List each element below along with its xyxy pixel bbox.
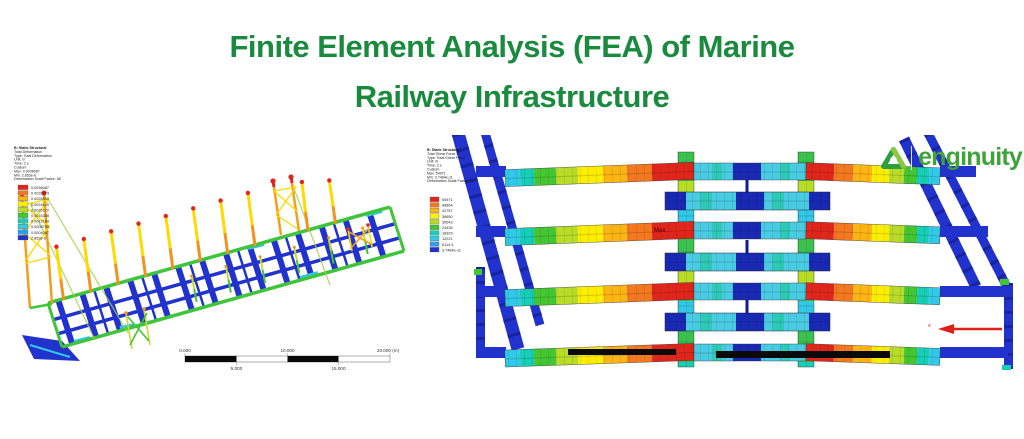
- title-line-2: Railway Infrastructure: [354, 79, 670, 114]
- fea-right-canvas: Max x B: Static Structural Total Shear F…: [427, 127, 1013, 370]
- legend-value: 0.0012184: [31, 220, 49, 224]
- cradle-posts: [54, 178, 337, 301]
- t-connectors: [745, 180, 749, 314]
- header-line: Unit: N: [427, 160, 438, 164]
- header-line: Min: 2.853e-6: [14, 173, 36, 177]
- header-line: Unit: m: [14, 158, 25, 162]
- legend-value: 3.7484e-11: [442, 248, 461, 252]
- legend-value: 24436: [442, 226, 453, 230]
- legend-value: 0.0008795: [31, 225, 49, 229]
- header-line: Time: 2 s: [14, 162, 29, 166]
- fea-right-view: Max x B: Static Structural Total Shear F…: [420, 127, 1024, 399]
- fea-left-canvas: 0.000 10.000 20.000 (m) 5.000 15.000 B: …: [14, 146, 406, 371]
- header-line: Type: Total Shear Force: [427, 156, 465, 160]
- legend-value: 0.0028459: [31, 197, 49, 201]
- header-line: Total Deformation: [14, 150, 42, 154]
- legend-value: 12221: [442, 237, 453, 241]
- small-truss-left: [124, 307, 151, 350]
- header-line: Max: 0.0036087: [14, 169, 40, 173]
- scale-bar: 0.000 10.000 20.000 (m) 5.000 15.000: [179, 348, 399, 371]
- fea-left-view: 0.000 10.000 20.000 (m) 5.000 15.000 B: …: [0, 135, 420, 399]
- enginuity-logo-icon: [881, 146, 907, 169]
- header-line: Custom: [14, 166, 26, 170]
- header-line: Min: 3.7484e-11: [427, 175, 453, 179]
- x-axis-label: x: [928, 323, 931, 329]
- x-axis-arrow: x: [928, 323, 1002, 334]
- cross-beam-3: [664, 312, 831, 332]
- legend-value: 0.0020172: [31, 208, 49, 212]
- legend-value: 0.0024645: [31, 203, 49, 207]
- right-edge-braces: [899, 130, 1013, 370]
- header-line: Type: Total Deformation: [14, 154, 52, 158]
- legend-value: 36650: [442, 215, 453, 219]
- logo-divider: [911, 146, 913, 170]
- left-result-header: B: Static Structural Total Deformation T…: [14, 146, 61, 181]
- beam-row-3: [504, 282, 941, 307]
- bottom-ruler-bars: [568, 349, 890, 358]
- legend-value: 2.853e-6: [31, 236, 46, 240]
- left-edge-braces: [451, 127, 545, 357]
- legend-value: 0.0004087: [31, 231, 49, 235]
- legend-value: 0.0036087: [31, 186, 49, 190]
- scale-label-0: 0.000: [179, 348, 191, 353]
- enginuity-logo: enginuity: [880, 141, 1023, 175]
- cross-beam-2: [664, 252, 831, 272]
- small-truss-right: [346, 223, 373, 252]
- header-line: Max: 54971: [427, 171, 446, 175]
- legend-value: 0.0016358: [31, 214, 49, 218]
- cross-beam-1: [664, 191, 831, 211]
- header-line: Deformation Scale Factor: 58: [427, 179, 474, 183]
- legend-value: 30543: [442, 220, 453, 224]
- page-title: Finite Element Analysis (FEA) of Marine …: [0, 22, 1024, 122]
- beam-row-1: [504, 162, 941, 187]
- left-color-legend: 0.0036087 0.0032273 0.0028459 0.0024645 …: [17, 184, 49, 240]
- row-stubs: [476, 166, 1008, 358]
- header-line: Custom: [427, 168, 439, 172]
- logo-text: enginuity: [918, 142, 1023, 171]
- near-struts: [190, 226, 369, 303]
- header-line: Deformation Scale Factor: 58: [14, 177, 61, 181]
- legend-value: 42757: [442, 209, 453, 213]
- mid-tower: [270, 174, 301, 236]
- right-color-legend: 54971 48864 42757 36650 30543 24436 1832…: [429, 196, 461, 252]
- legend-value: 54971: [442, 198, 453, 202]
- header-line: B: Static Structural: [14, 146, 47, 150]
- scale-label-10: 10.000: [280, 348, 294, 353]
- legend-value: 48864: [442, 204, 453, 208]
- max-annotation: Max: [654, 228, 666, 234]
- legend-value: 0.0032273: [31, 192, 49, 196]
- header-line: B: Static Structural: [427, 148, 460, 152]
- scale-label-20: 20.000 (m): [377, 348, 400, 353]
- beam-row-2: [504, 221, 941, 246]
- scale-label-5: 5.000: [231, 366, 243, 371]
- right-result-header: B: Static Structural Total Shear Force 4…: [427, 148, 474, 183]
- header-line: Time: 2 s: [427, 164, 442, 168]
- title-line-1: Finite Element Analysis (FEA) of Marine: [229, 29, 795, 64]
- header-line: Total Shear Force 4: [427, 152, 458, 156]
- cradle-deck: [22, 182, 406, 361]
- legend-value: 6114.3: [442, 243, 453, 247]
- legend-value: 18329: [442, 232, 453, 236]
- scale-label-15: 15.000: [331, 366, 345, 371]
